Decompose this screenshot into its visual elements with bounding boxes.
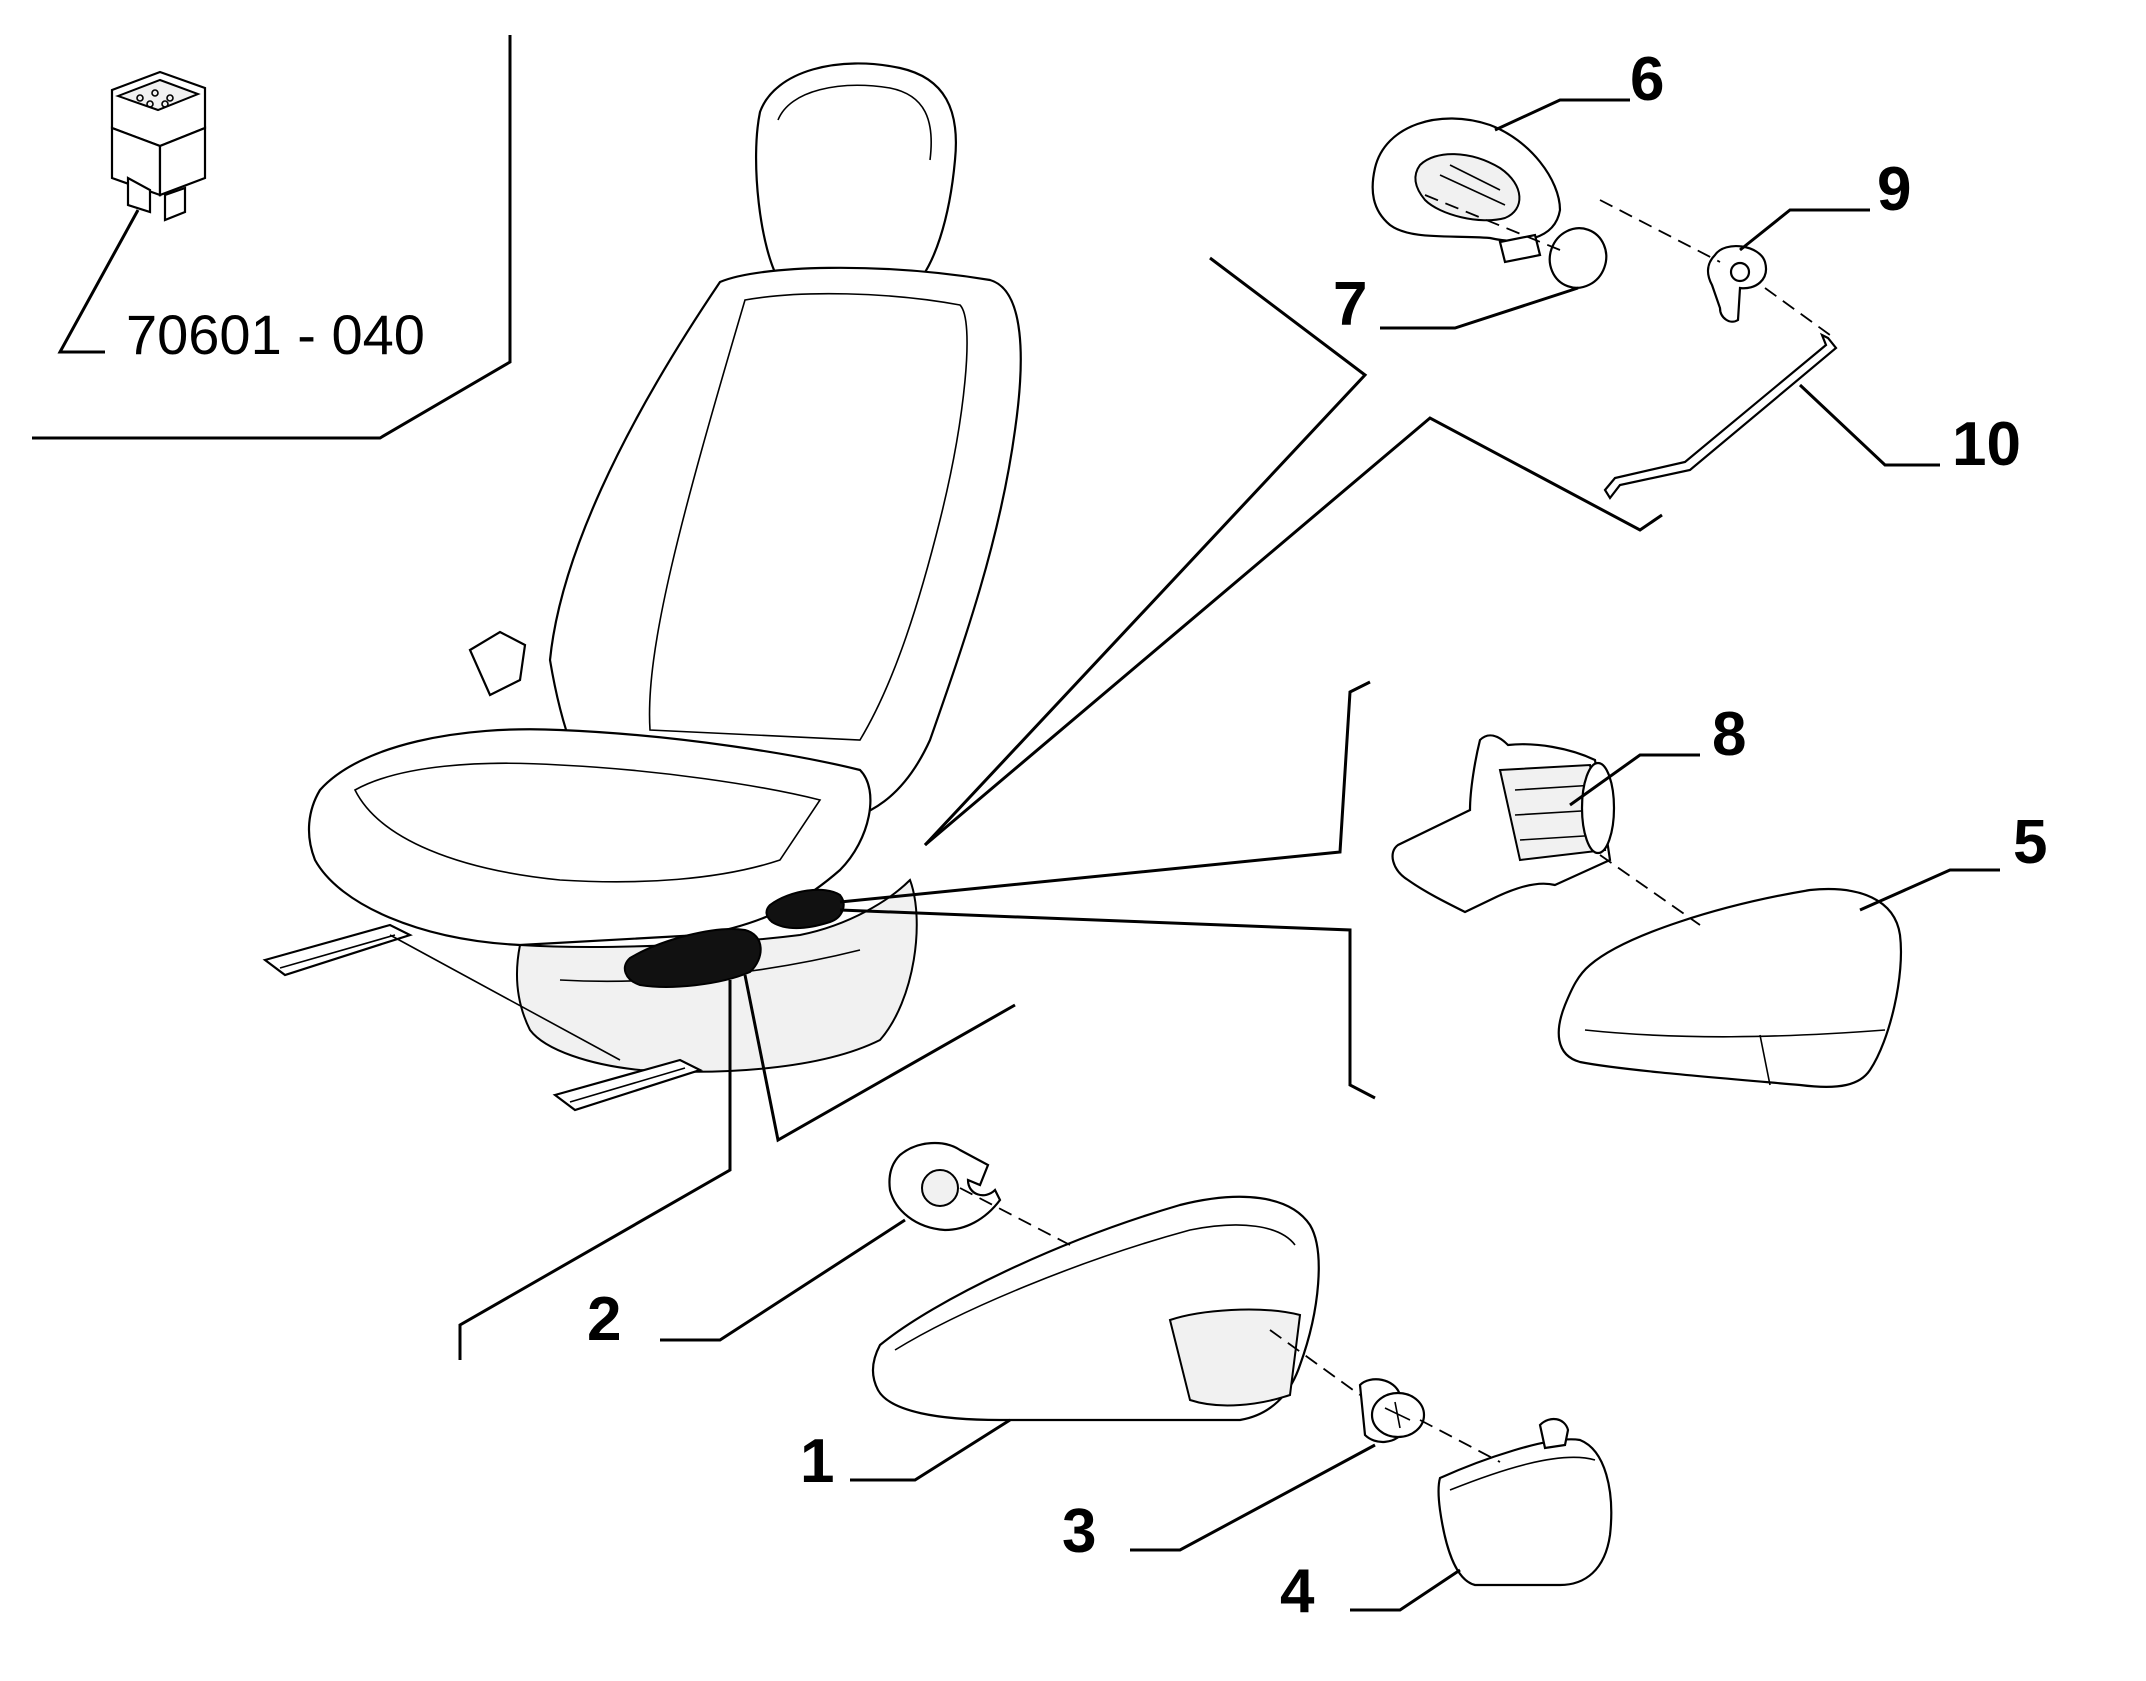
- part-6-knob: [1371, 117, 1562, 242]
- reference-inset: 70601 - 040: [32, 35, 512, 440]
- callout-2: 2: [587, 1285, 621, 1354]
- part-2-bushing: [888, 1141, 1002, 1232]
- part-3-screw: [1358, 1378, 1426, 1443]
- callout-10: 10: [1952, 410, 2021, 479]
- height-lever-group: [871, 1141, 1613, 1587]
- seat-drawing: [262, 62, 1022, 1112]
- callout-8: 8: [1712, 700, 1746, 769]
- callout-3: 3: [1062, 1497, 1096, 1566]
- part-4-cap: [1437, 1417, 1613, 1587]
- seat-height-lever: [623, 928, 762, 988]
- part-7-cap: [1498, 227, 1608, 289]
- callout-7: 7: [1333, 270, 1367, 339]
- recline-knob-group: [1371, 117, 1838, 500]
- callout-9: 9: [1877, 155, 1911, 224]
- reference-code: 70601 - 040: [126, 303, 425, 366]
- callout-4: 4: [1280, 1557, 1315, 1626]
- connector-switch-drawing: [110, 70, 207, 222]
- seat-recline-knob: [765, 888, 845, 929]
- part-10-rod: [1603, 332, 1838, 500]
- part-5-cover: [1557, 888, 1903, 1088]
- part-1-lever: [871, 1195, 1320, 1422]
- callout-6: 6: [1630, 45, 1664, 114]
- part-9-clip: [1706, 245, 1768, 323]
- callout-5: 5: [2013, 808, 2047, 877]
- callout-leaders: [660, 98, 2000, 1612]
- callout-1: 1: [800, 1427, 834, 1496]
- part-8-lever: [1391, 734, 1616, 914]
- callouts: 6 7 9 10 8 5 2 1 3 4: [587, 45, 2047, 1626]
- height-knob-group: [1391, 734, 1903, 1088]
- leader-lines: [458, 256, 1663, 1360]
